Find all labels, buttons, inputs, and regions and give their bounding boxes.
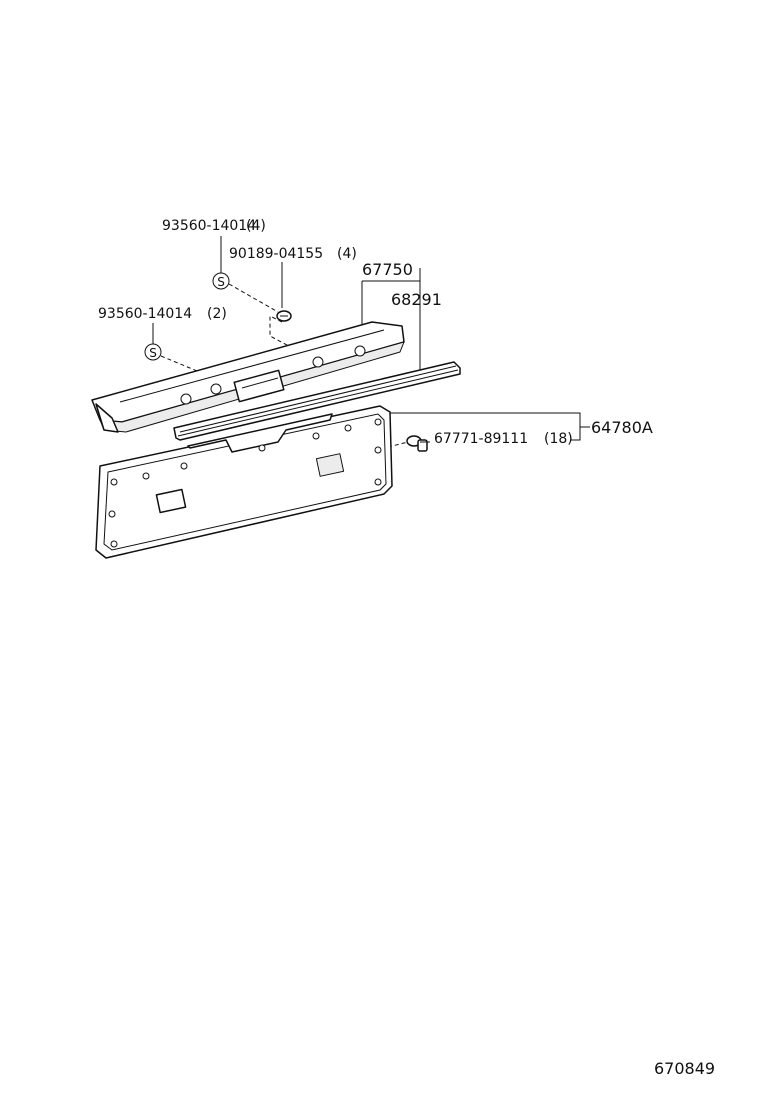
callout-assembly-64780A: 64780A (591, 418, 653, 437)
leader-lines (152, 236, 590, 448)
screw-symbol-lower: S (144, 343, 162, 361)
garnish-upper (91, 321, 405, 433)
screw-symbol-lower-letter: S (149, 346, 157, 360)
screw-symbol-upper: S (212, 272, 230, 290)
figure-id: 670849 (654, 1059, 715, 1078)
screw-symbol-upper-letter: S (217, 275, 225, 289)
weatherstrip (173, 361, 461, 441)
trim-panel (95, 405, 393, 559)
callout-screw-lower-qty: (2) (207, 306, 227, 322)
callout-screw-upper-qty: (4) (246, 218, 266, 234)
callout-screw-upper-part-no: 93560-14014 (162, 218, 256, 234)
callout-clip-upper-part-no: 90189-04155 (229, 246, 323, 262)
callout-screw-lower-part-no: 93560-14014 (98, 306, 192, 322)
callout-clip-lower-part-no: 67771-89111 (434, 431, 528, 447)
callout-clip-upper-qty: (4) (337, 246, 357, 262)
clip-lower-icon (406, 435, 430, 452)
callout-assembly-68291: 68291 (391, 290, 442, 309)
callout-assembly-67750: 67750 (362, 260, 413, 279)
callout-clip-lower-qty: (18) (544, 431, 573, 447)
clip-upper-icon (276, 310, 292, 322)
